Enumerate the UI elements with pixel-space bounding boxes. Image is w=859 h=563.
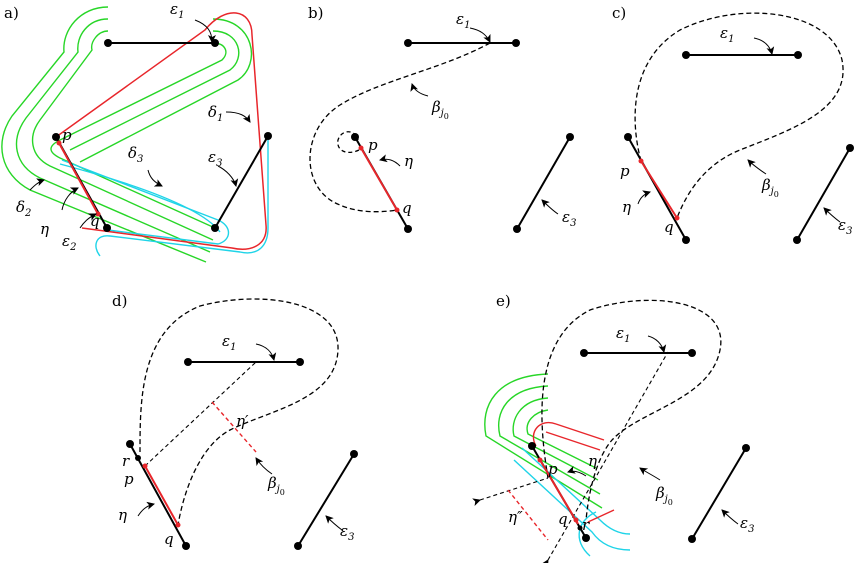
panel-c: c) ε1 βj0 p η q ε3: [612, 4, 854, 244]
svg-text:ε3: ε3: [562, 208, 576, 229]
svg-text:c): c): [612, 4, 626, 22]
svg-text:ε3: ε3: [838, 216, 852, 237]
svg-text:q: q: [90, 212, 100, 230]
svg-text:p: p: [548, 460, 558, 478]
svg-text:η: η: [40, 220, 49, 238]
svg-text:ε1: ε1: [170, 0, 184, 21]
segments: [55, 42, 269, 229]
svg-text:η: η: [622, 198, 631, 216]
svg-text:βj0: βj0: [761, 176, 779, 199]
annotation-arrows: [29, 19, 251, 229]
green-curves-e: [484, 373, 603, 509]
svg-text:ε3: ε3: [208, 148, 222, 169]
endpoints: [52, 39, 272, 232]
svg-text:η: η: [118, 506, 127, 524]
svg-text:e): e): [496, 292, 511, 310]
panel-a-label: a): [4, 4, 19, 22]
cyan-curves: [59, 136, 269, 257]
svg-text:r: r: [122, 452, 130, 470]
svg-text:b): b): [308, 4, 323, 22]
eta-segment: [58, 142, 99, 215]
svg-text:d): d): [112, 292, 127, 310]
beta-curve-b: [309, 42, 491, 213]
svg-text:η′: η′: [236, 412, 249, 430]
svg-text:δ1: δ1: [208, 103, 223, 124]
svg-text:q: q: [664, 218, 674, 236]
eta-dprime-e: [507, 489, 549, 541]
eta-prime-d: [211, 401, 257, 453]
svg-text:r: r: [582, 516, 590, 534]
svg-text:q: q: [558, 510, 568, 528]
beta-curve-c: [634, 12, 844, 219]
panel-e: e): [472, 292, 754, 563]
svg-text:ε2: ε2: [62, 232, 76, 253]
svg-text:η″: η″: [508, 508, 523, 526]
beta-curve-e: [541, 299, 722, 521]
svg-text:p: p: [62, 126, 72, 144]
svg-text:βj0: βj0: [655, 484, 673, 507]
svg-text:q: q: [402, 199, 412, 217]
beta-curve-d: [139, 298, 339, 526]
svg-text:q: q: [164, 530, 174, 548]
svg-text:βj0: βj0: [431, 98, 449, 121]
dashed-left-e: [472, 477, 549, 506]
panel-d: d) ε1 η′ βj0 r p η q ε3: [112, 292, 358, 550]
cyan-curves-e: [513, 447, 631, 557]
red-curves-e: [532, 421, 615, 523]
svg-text:ε3: ε3: [740, 514, 754, 535]
delta1-curve: [55, 12, 267, 250]
dashed-chord-e: [541, 351, 669, 563]
svg-text:δ2: δ2: [16, 198, 31, 219]
svg-text:ε1: ε1: [616, 324, 630, 345]
svg-text:ε1: ε1: [222, 332, 236, 353]
svg-text:ε1: ε1: [456, 10, 470, 31]
svg-text:η: η: [588, 452, 597, 470]
svg-text:ε3: ε3: [340, 522, 354, 543]
svg-text:δ3: δ3: [128, 144, 143, 165]
svg-text:p: p: [124, 470, 134, 488]
svg-text:η: η: [404, 152, 413, 170]
panel-b: b) ε1 βj0 η p q ε3: [308, 4, 576, 233]
svg-text:βj0: βj0: [267, 474, 285, 497]
green-curves: [1, 6, 253, 263]
dashed-chord-d: [144, 361, 257, 467]
panel-a: a): [1, 0, 272, 263]
svg-text:p: p: [620, 162, 630, 180]
svg-text:ε1: ε1: [720, 24, 734, 45]
svg-text:p: p: [368, 136, 378, 154]
